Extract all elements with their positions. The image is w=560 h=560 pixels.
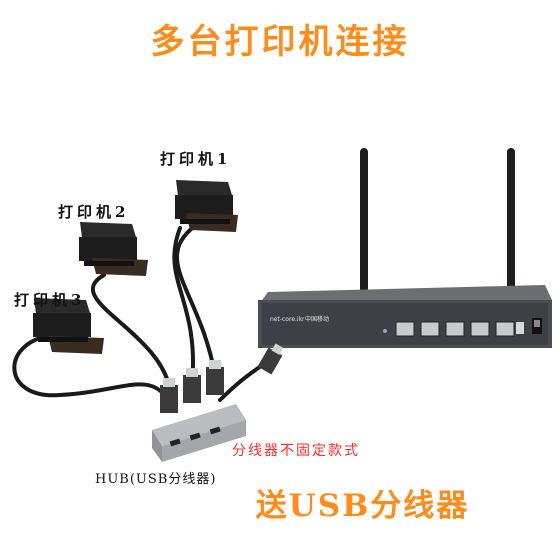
hub-label: HUB(USB分线器) bbox=[95, 472, 217, 487]
hub-style-note: 分线器不固定款式 bbox=[232, 443, 360, 459]
page-title: 多台打印机连接 bbox=[150, 22, 410, 62]
ethernet-port bbox=[495, 321, 515, 337]
usb-plugs bbox=[160, 343, 284, 413]
router-sub-brand: 中国移动 bbox=[305, 315, 329, 323]
ethernet-port bbox=[420, 321, 440, 337]
antenna-left bbox=[360, 148, 368, 293]
promo-text: 送USB分线器 bbox=[255, 488, 470, 524]
reset-hole bbox=[383, 329, 387, 333]
cable-printer-3 bbox=[12, 333, 170, 402]
router-brand: net-core.ikr bbox=[270, 316, 305, 323]
router: net-core.ikr 中国移动 bbox=[258, 285, 552, 348]
usb-cables bbox=[12, 223, 272, 402]
usb-port bbox=[516, 322, 524, 334]
usb-hub bbox=[152, 404, 246, 462]
printer-3 bbox=[33, 298, 104, 354]
ethernet-port bbox=[470, 321, 490, 337]
ethernet-port bbox=[445, 321, 465, 337]
printer-3-label: 打印机3 bbox=[14, 291, 86, 309]
cable-printer-2 bbox=[91, 273, 172, 392]
printer-1-label: 打印机1 bbox=[160, 150, 232, 168]
ethernet-port bbox=[395, 321, 415, 337]
printer-2 bbox=[79, 222, 148, 276]
cable-printer-1 bbox=[175, 223, 217, 377]
printer-2-label: 打印机2 bbox=[58, 203, 130, 221]
printer-1 bbox=[175, 180, 238, 232]
cable-printer-1b bbox=[172, 226, 196, 387]
ethernet-ports bbox=[395, 321, 515, 337]
antenna-right bbox=[507, 148, 515, 293]
router-antennas bbox=[360, 148, 515, 293]
